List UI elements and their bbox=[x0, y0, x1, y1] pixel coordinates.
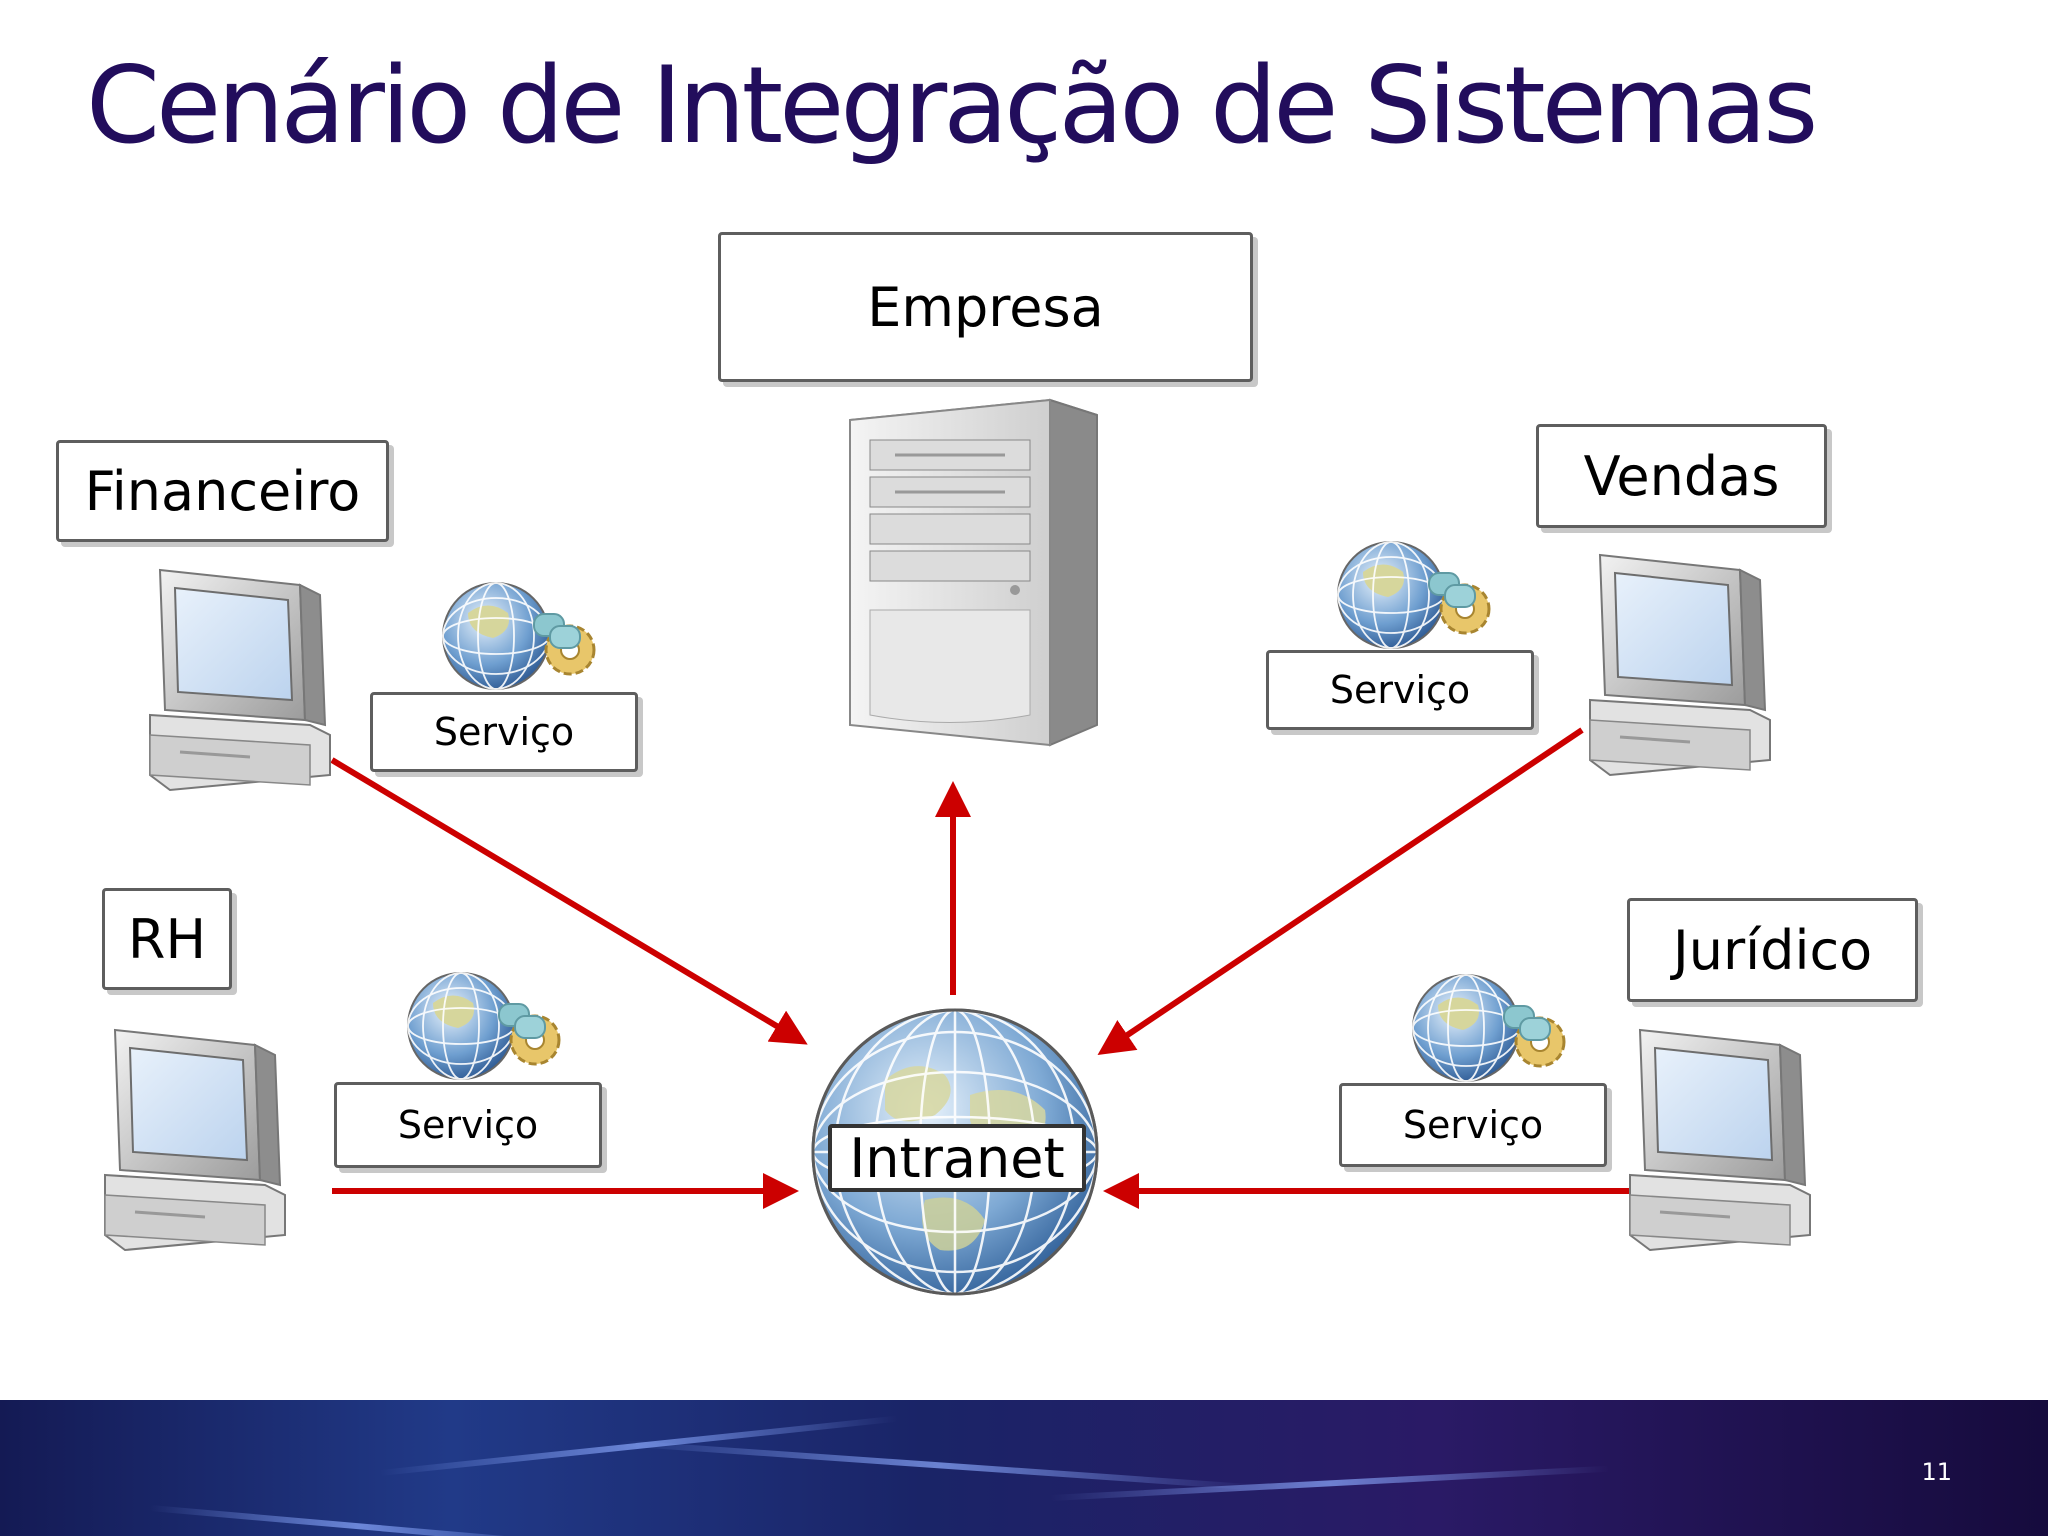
servico-box-financeiro: Serviço bbox=[370, 692, 638, 772]
arrow-vendas-to-intranet bbox=[1097, 727, 1584, 1056]
desktop-computer-icon-vendas bbox=[1589, 553, 1771, 777]
vendas-label-box: Vendas bbox=[1536, 424, 1827, 528]
page-number: 11 bbox=[1921, 1458, 1952, 1486]
financeiro-label-box: Financeiro bbox=[56, 440, 389, 542]
rh-label-box: RH bbox=[102, 888, 232, 990]
arrow-financeiro-to-intranet bbox=[330, 757, 808, 1045]
servico-box-vendas: Serviço bbox=[1266, 650, 1534, 730]
web-service-globe-gears-icon-financeiro bbox=[442, 582, 596, 690]
desktop-computer-icon-juridico bbox=[1629, 1028, 1811, 1252]
juridico-label-box: Jurídico bbox=[1627, 898, 1918, 1002]
web-service-globe-gears-icon-rh bbox=[407, 972, 561, 1080]
servico-box-juridico: Serviço bbox=[1339, 1083, 1607, 1167]
slide-title: Cenário de Integração de Sistemas bbox=[86, 44, 1818, 167]
footer-band bbox=[0, 1400, 2048, 1536]
empresa-label-box: Empresa bbox=[718, 232, 1253, 382]
desktop-computer-icon-financeiro bbox=[149, 568, 331, 792]
web-service-globe-gears-icon-juridico bbox=[1412, 974, 1566, 1082]
intranet-label-box: Intranet bbox=[828, 1124, 1086, 1192]
desktop-computer-icon-rh bbox=[104, 1028, 286, 1252]
servico-box-rh: Serviço bbox=[334, 1082, 602, 1168]
server-tower-icon bbox=[849, 398, 1098, 747]
web-service-globe-gears-icon-vendas bbox=[1337, 541, 1491, 649]
